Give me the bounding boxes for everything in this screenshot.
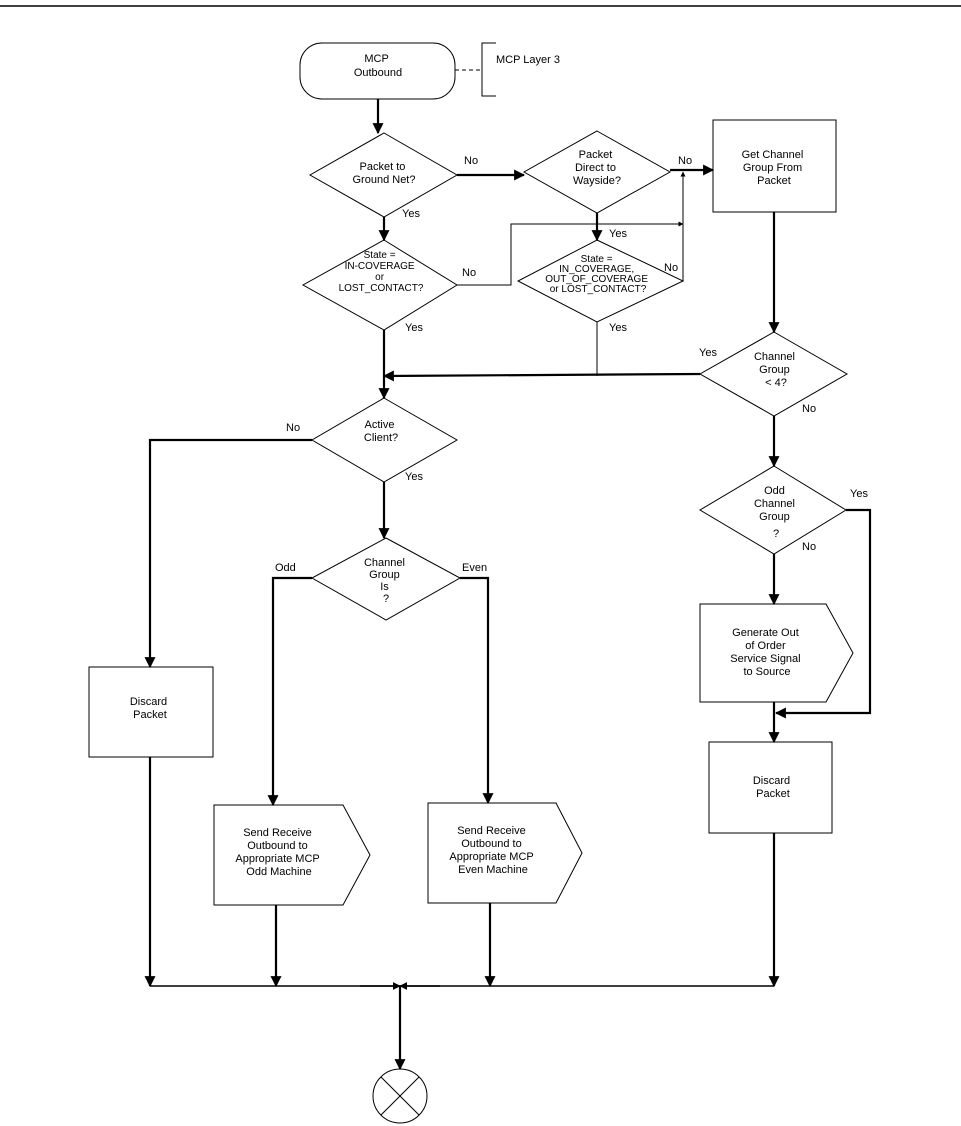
edge-group-even-to-send-even	[460, 576, 494, 805]
label-wayside-no: No	[678, 155, 692, 167]
edge-active-no-to-discard	[144, 438, 312, 669]
start-terminator-label: MCP Outbound	[354, 53, 402, 79]
edge-group-odd-to-send-odd	[267, 576, 312, 807]
signal-send-odd-label: Send Receive Outbound to Appropriate MCP…	[235, 827, 322, 878]
decision-state-right-label: State = IN_COVERAGE, OUT_OF_COVERAGE or …	[545, 254, 651, 295]
decision-odd-channel-group-label: Odd Channel Group ?	[754, 485, 798, 540]
start-line-1: MCP	[364, 53, 388, 65]
label-channel-yes: Yes	[699, 347, 717, 359]
label-state-left-yes: Yes	[405, 322, 423, 334]
annotation-bracket	[481, 42, 496, 97]
decision-odd-channel-group	[699, 465, 847, 555]
signal-send-even-label: Send Receive Outbound to Appropriate MCP…	[449, 825, 536, 876]
decision-active-client-label: Active Client?	[364, 419, 398, 444]
edge-state-left-no-to-merge	[457, 221, 684, 286]
annotation-label: MCP Layer 3	[496, 54, 560, 66]
process-discard-left	[88, 666, 214, 758]
decision-channel-group-is-label: Channel Group Is ?	[364, 557, 408, 605]
label-group-odd: Odd	[275, 562, 296, 574]
end-connector-cross-icon	[380, 1076, 420, 1116]
label-state-right-no: No	[664, 262, 678, 274]
label-state-right-yes: Yes	[609, 322, 627, 334]
label-state-left-no: No	[462, 267, 476, 279]
signal-out-of-order-label: Generate Out of Order Service Signal to …	[730, 627, 803, 678]
decision-ground-net-label: Packet to Ground Net?	[353, 161, 416, 186]
label-ground-no: No	[464, 155, 478, 167]
label-wayside-yes: Yes	[609, 228, 627, 240]
process-get-channel-group	[712, 119, 837, 213]
label-ground-yes: Yes	[402, 208, 420, 220]
edge-odd-yes-bypass	[774, 508, 872, 719]
signal-send-even	[427, 802, 583, 904]
label-group-even: Even	[462, 562, 487, 574]
label-odd-yes: Yes	[850, 488, 868, 500]
edge-lt4-yes-to-main	[382, 370, 701, 382]
label-active-yes: Yes	[405, 471, 423, 483]
process-discard-right-label: Discard Packet	[753, 775, 793, 800]
signal-out-of-order	[699, 603, 854, 703]
process-get-channel-group-label: Get Channel Group From Packet	[742, 149, 807, 187]
decision-channel-group-is	[310, 537, 462, 621]
label-active-no: No	[286, 422, 300, 434]
process-discard-right	[708, 741, 833, 834]
start-line-2: Outbound	[354, 67, 402, 79]
decision-direct-wayside-label: Packet Direct to Wayside?	[573, 149, 621, 187]
label-channel-no: No	[802, 403, 816, 415]
process-discard-left-label: Discard Packet	[130, 696, 170, 721]
decision-state-left-label: State = IN-COVERAGE or LOST_CONTACT?	[339, 250, 424, 294]
label-odd-no: No	[802, 541, 816, 553]
signal-send-odd	[213, 804, 371, 906]
decision-channel-group-lt4-label: Channel Group < 4?	[754, 351, 798, 389]
